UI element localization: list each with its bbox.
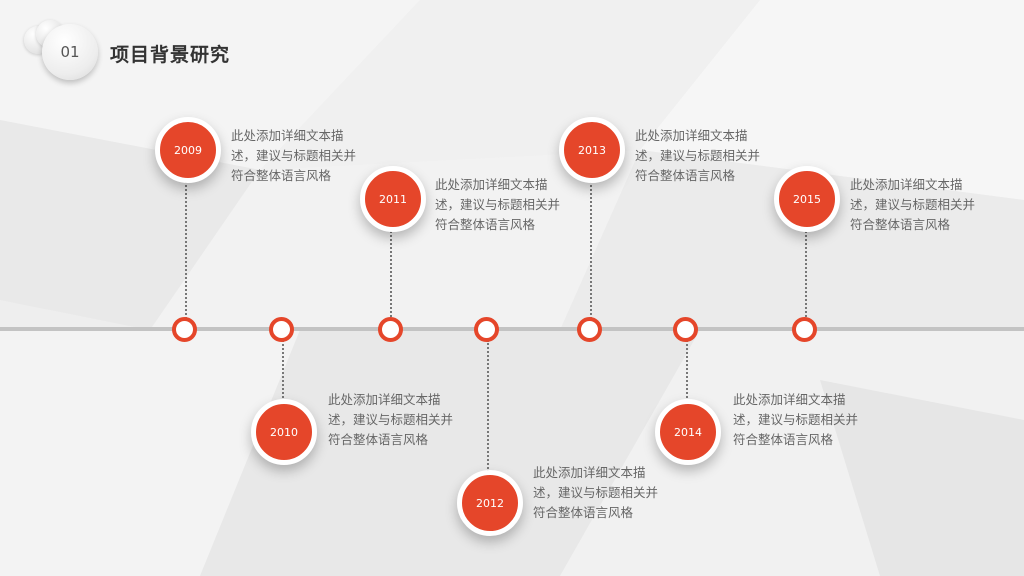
timeline-description: 此处添加详细文本描述，建议与标题相关并符合整体语言风格 bbox=[435, 177, 561, 232]
timeline-node bbox=[673, 317, 698, 342]
timeline-connector bbox=[590, 181, 592, 319]
timeline-description: 此处添加详细文本描述，建议与标题相关并符合整体语言风格 bbox=[635, 128, 761, 183]
timeline-description: 此处添加详细文本描述，建议与标题相关并符合整体语言风格 bbox=[533, 465, 659, 520]
timeline-connector bbox=[390, 228, 392, 320]
timeline-connector bbox=[686, 340, 688, 402]
section-number: 01 bbox=[42, 24, 98, 80]
timeline-description: 此处添加详细文本描述，建议与标题相关并符合整体语言风格 bbox=[328, 392, 454, 447]
year-badge: 2013 bbox=[559, 117, 625, 183]
section-badge: 01 bbox=[22, 18, 102, 80]
timeline-axis bbox=[0, 327, 1024, 331]
timeline-node bbox=[172, 317, 197, 342]
year-badge: 2014 bbox=[655, 399, 721, 465]
page-title: 项目背景研究 bbox=[110, 44, 231, 66]
timeline-connector bbox=[487, 340, 489, 472]
timeline-node bbox=[577, 317, 602, 342]
timeline-node bbox=[792, 317, 817, 342]
timeline-description: 此处添加详细文本描述，建议与标题相关并符合整体语言风格 bbox=[850, 177, 976, 232]
timeline-description: 此处添加详细文本描述，建议与标题相关并符合整体语言风格 bbox=[733, 392, 859, 447]
timeline-node bbox=[269, 317, 294, 342]
year-badge: 2011 bbox=[360, 166, 426, 232]
timeline-node bbox=[474, 317, 499, 342]
timeline-connector bbox=[805, 228, 807, 320]
timeline-connector bbox=[282, 340, 284, 402]
timeline-node bbox=[378, 317, 403, 342]
year-badge: 2015 bbox=[774, 166, 840, 232]
year-badge: 2012 bbox=[457, 470, 523, 536]
timeline-description: 此处添加详细文本描述，建议与标题相关并符合整体语言风格 bbox=[231, 128, 357, 183]
year-badge: 2010 bbox=[251, 399, 317, 465]
year-badge: 2009 bbox=[155, 117, 221, 183]
timeline-connector bbox=[185, 181, 187, 319]
